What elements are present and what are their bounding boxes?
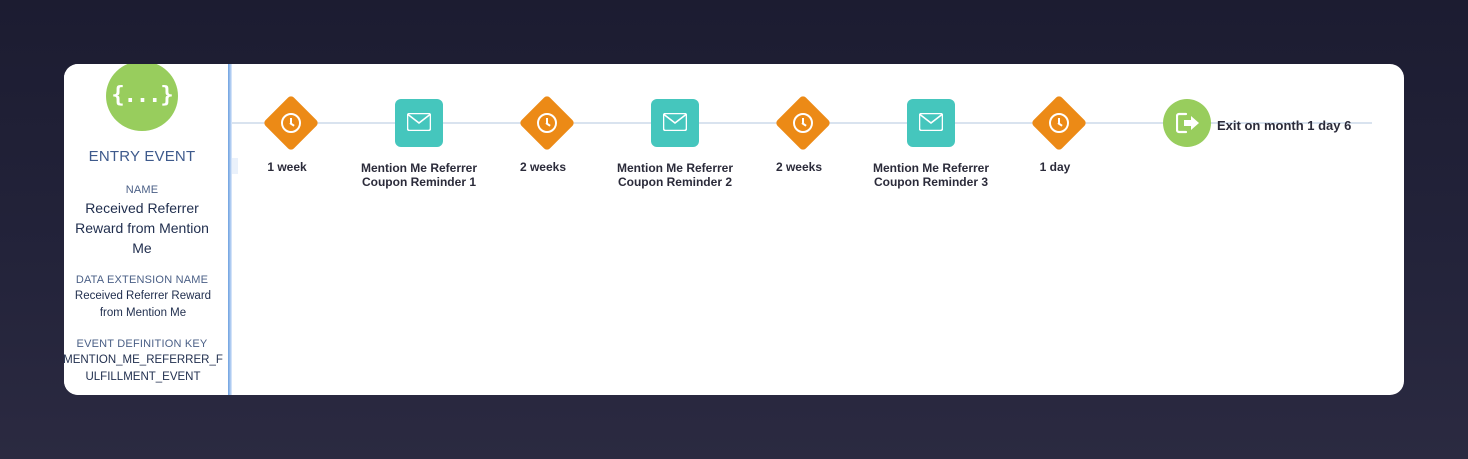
clock-icon [537,113,557,133]
email-activity-2[interactable] [651,99,699,147]
envelope-icon [407,113,431,131]
name-value: Received Referrer Reward from Mention Me [75,200,209,256]
clock-icon [281,113,301,133]
email-activity-3[interactable] [907,99,955,147]
email-activity-2-label: Mention Me Referrer Coupon Reminder 2 [616,161,734,189]
envelope-icon [663,113,687,131]
email-activity-1[interactable] [395,99,443,147]
envelope-icon [919,113,943,131]
name-label: NAME [125,184,159,196]
exit-icon [1176,112,1199,134]
event-definition-key-value: MENTION_ME_REFERRER_FULFILLMENT_EVENT [64,354,223,383]
clock-icon [1049,113,1069,133]
exit-activity-label: Exit on month 1 day 6 [1217,118,1352,133]
email-activity-3-label: Mention Me Referrer Coupon Reminder 3 [872,161,990,189]
code-braces-icon[interactable]: {...} [106,64,178,131]
wait-activity-3-label: 2 weeks [775,160,823,174]
entry-panel-divider [228,64,232,395]
event-definition-key-label: EVENT DEFINITION KEY [76,338,208,350]
entry-event-panel[interactable]: {...} ENTRY EVENT NAME Received Referrer… [64,64,228,395]
email-activity-1-label: Mention Me Referrer Coupon Reminder 1 [360,161,478,189]
entry-panel-tab [232,158,238,174]
data-extension-label: DATA EXTENSION NAME [75,274,209,286]
wait-activity-2-label: 2 weeks [519,160,567,174]
wait-activity-1-label: 1 week [267,160,307,174]
entry-event-title: ENTRY EVENT [88,148,196,165]
wait-activity-4-label: 1 day [1039,160,1071,174]
exit-activity[interactable] [1163,99,1211,147]
data-extension-value: Received Referrer Reward from Mention Me [74,290,212,319]
clock-icon [793,113,813,133]
journey-canvas: {...} ENTRY EVENT NAME Received Referrer… [64,64,1404,395]
